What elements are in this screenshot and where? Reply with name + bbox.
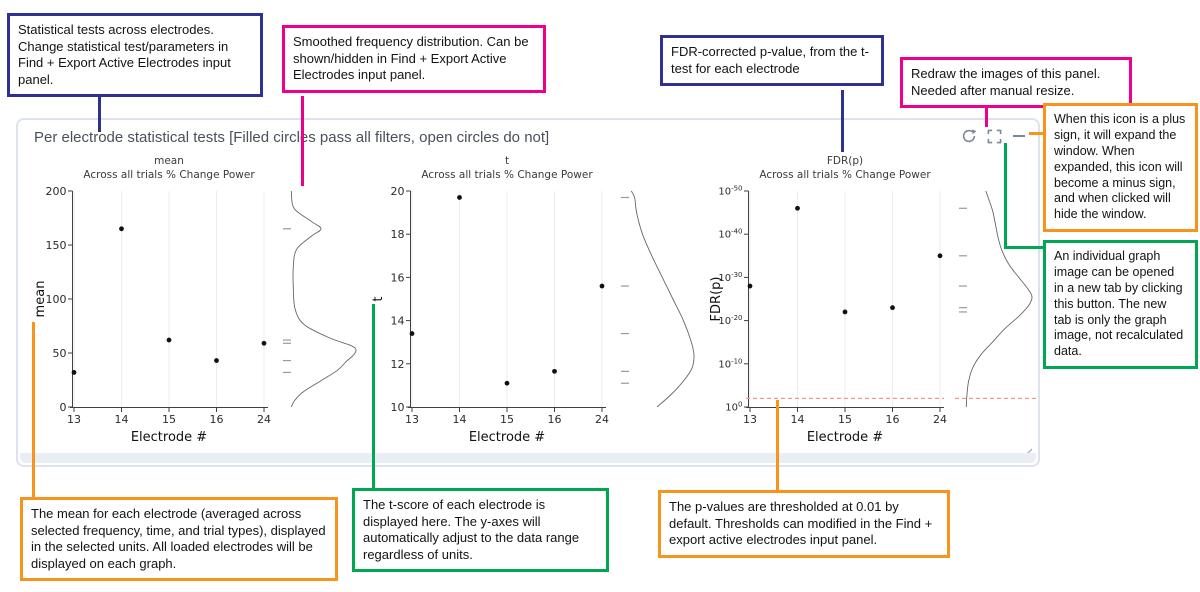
- data-point: [214, 358, 219, 363]
- x-tick-label: 13: [743, 413, 757, 426]
- connector-newtab-h: [1004, 246, 1044, 249]
- density-curve: [290, 190, 357, 408]
- data-point: [71, 370, 77, 375]
- chart-subtitle: Across all trials % Change Power: [759, 169, 931, 181]
- x-tick-label: 14: [791, 413, 805, 426]
- collapse-icon[interactable]: [1010, 127, 1028, 145]
- x-tick-label: 13: [67, 413, 81, 426]
- y-tick-label: 10-10: [718, 357, 742, 370]
- data-point: [504, 380, 510, 386]
- annotation-smoothed: Smoothed frequency distribution. Can be …: [282, 25, 546, 93]
- connector-redraw: [985, 97, 988, 127]
- y-tick-label: 14: [391, 315, 405, 328]
- annotation-tscore: The t-score of each electrode is display…: [352, 488, 609, 572]
- y-tick-label: 12: [391, 358, 405, 371]
- fdr-chart[interactable]: FDR(p) Across all trials % Change Power 10…: [708, 154, 1040, 454]
- y-tick-label: 10: [391, 401, 405, 414]
- y-tick-label: 16: [391, 271, 405, 284]
- chart-title: FDR(p): [827, 155, 863, 167]
- data-point: [842, 309, 848, 315]
- data-point: [747, 283, 753, 289]
- annotation-mean: The mean for each electrode (averaged ac…: [20, 497, 338, 581]
- y-tick-label: 50: [53, 347, 67, 360]
- data-point: [795, 205, 800, 211]
- annotation-pvalues: The p-values are thresholded at 0.01 by …: [658, 490, 950, 558]
- refresh-icon[interactable]: [960, 127, 978, 145]
- x-tick-label: 14: [453, 413, 467, 426]
- data-point: [119, 226, 124, 232]
- x-tick-label: 24: [257, 413, 271, 426]
- y-tick-label: 0: [60, 401, 67, 414]
- x-axis-label: Electrode #: [807, 430, 883, 445]
- chart-title: t: [505, 155, 509, 167]
- y-axis-label: t: [371, 296, 386, 301]
- open-in-new-tab-icon[interactable]: [985, 127, 1003, 145]
- data-point: [599, 283, 605, 289]
- data-point: [166, 337, 172, 343]
- x-tick-label: 15: [162, 413, 176, 426]
- density-curve: [630, 190, 695, 408]
- connector-stat-tests: [98, 82, 101, 132]
- x-tick-label: 16: [886, 413, 900, 426]
- connector-newtab-v: [1004, 143, 1007, 249]
- x-tick-label: 13: [405, 413, 419, 426]
- y-tick-label: 20: [391, 185, 405, 198]
- data-point: [409, 331, 415, 336]
- data-point: [937, 253, 943, 259]
- x-axis-label: Electrode #: [469, 430, 545, 445]
- annotation-redraw: Redraw the images of this panel. Needed …: [900, 57, 1132, 108]
- y-axis-label: mean: [33, 281, 48, 318]
- panel-bottom-strip: [20, 453, 1036, 463]
- panel-title: Per electrode statistical tests [Filled …: [34, 129, 550, 146]
- y-tick-label: 100: [46, 293, 67, 306]
- connector-fdr: [841, 90, 844, 152]
- annotation-newtab: An individual graph image can be opened …: [1043, 240, 1198, 370]
- y-tick-label: 150: [46, 239, 67, 252]
- data-point: [552, 368, 557, 374]
- chart-subtitle: Across all trials % Change Power: [83, 169, 255, 181]
- data-point: [261, 340, 267, 346]
- x-tick-label: 16: [210, 413, 224, 426]
- connector-pvalues: [776, 400, 779, 490]
- chart-subtitle: Across all trials % Change Power: [421, 169, 593, 181]
- x-tick-label: 15: [500, 413, 514, 426]
- chart-title: mean: [154, 155, 184, 167]
- y-tick-label: 200: [46, 185, 67, 198]
- y-tick-label: 10-40: [718, 228, 742, 241]
- annotation-expand: When this icon is a plus sign, it will e…: [1043, 103, 1198, 233]
- x-axis-label: Electrode #: [131, 430, 207, 445]
- x-tick-label: 15: [838, 413, 852, 426]
- y-tick-label: 100: [725, 401, 742, 414]
- y-axis-label: FDR(p): [709, 277, 724, 322]
- y-tick-label: 10-50: [718, 185, 742, 198]
- density-curve: [965, 190, 1033, 408]
- panel-toolbar: [960, 127, 1028, 145]
- x-tick-label: 14: [115, 413, 129, 426]
- y-tick-label: 18: [391, 228, 405, 241]
- connector-smoothed: [301, 96, 304, 186]
- connector-mean: [32, 322, 35, 498]
- connector-tscore: [372, 304, 375, 490]
- x-tick-label: 16: [548, 413, 562, 426]
- data-point: [890, 305, 895, 311]
- annotation-fdr: FDR-corrected p-value, from the t-test f…: [660, 35, 884, 86]
- data-point: [457, 195, 462, 200]
- connector-expand: [1029, 132, 1044, 135]
- statistics-panel: Per electrode statistical tests [Filled …: [16, 118, 1040, 467]
- x-tick-label: 24: [595, 413, 609, 426]
- annotation-stat-tests: Statistical tests across electrodes. Cha…: [7, 13, 263, 97]
- x-tick-label: 24: [933, 413, 947, 426]
